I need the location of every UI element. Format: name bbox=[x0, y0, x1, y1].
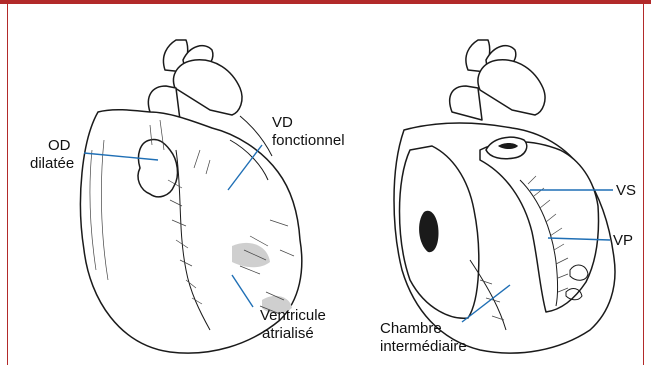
label-vp: VP bbox=[613, 232, 633, 249]
label-vd-line2: fonctionnel bbox=[272, 132, 345, 149]
label-chambre-line1: Chambre bbox=[380, 320, 442, 337]
label-ventricule-line2: atrialisé bbox=[262, 325, 314, 342]
right-heart-drawing bbox=[394, 40, 615, 353]
label-od-line2: dilatée bbox=[30, 155, 74, 172]
label-ventricule-line1: Ventricule bbox=[260, 307, 326, 324]
label-vs: VS bbox=[616, 182, 636, 199]
label-od-line1: OD bbox=[48, 137, 71, 154]
label-vd-line1: VD bbox=[272, 114, 293, 131]
label-chambre-line2: intermédiaire bbox=[380, 338, 467, 355]
